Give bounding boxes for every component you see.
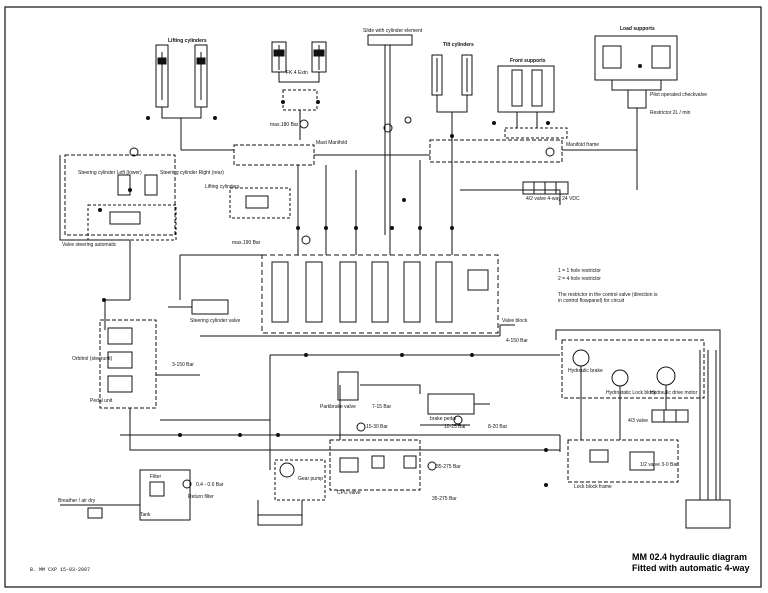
label-lifting-cylinders: Lifting cylinders	[168, 38, 207, 44]
drawing-subtitle: Fitted with automatic 4-way	[632, 563, 750, 573]
label-hydraulic-motor: Hydraulic drive motor	[650, 390, 698, 396]
label-valve-4-3: 4/3 valve	[628, 418, 649, 424]
label-mast-pressure: max.180 Bar	[270, 122, 299, 128]
label-gear-pump: Gear pump	[298, 476, 324, 482]
orbitrol-box	[99, 319, 157, 409]
label-pilot-operated-check: Pilot operated checkvalve	[650, 92, 707, 98]
label-priority-valve: Valve steering automatic	[62, 242, 117, 248]
label-p-15-30: 15-30 Bar	[366, 424, 388, 430]
label-mast-manifold: Mast Manifold	[316, 140, 348, 146]
label-pedal-unit: Pedal unit	[90, 398, 113, 404]
slide-cylinder	[367, 34, 413, 235]
lifting-cylinder-valve-box	[229, 187, 291, 219]
label-tilt-cylinders: Tilt cylinders	[443, 42, 474, 48]
drawing-title: MM 02.4 hydraulic diagram	[632, 552, 748, 562]
label-restrictor-2l: Restrictor 2L / min	[650, 110, 691, 116]
pedal-unit	[427, 393, 475, 415]
tilt-cylinders	[431, 54, 473, 190]
label-steering-cyl-left: Steering cylinder Left (lower)	[78, 170, 142, 176]
label-lock-block-frame: Lock block frame	[574, 484, 612, 490]
parking-brake-valve	[337, 371, 359, 401]
hydraulic-motor-symbol	[656, 366, 676, 386]
automatic-4way-box	[561, 339, 705, 399]
label-breather: Breather / air dry	[58, 498, 96, 504]
manifold-frame-box	[429, 139, 563, 163]
gear-pump-box	[274, 459, 326, 501]
legend-restrictor-2: 2 = 4 hole restrictor	[558, 276, 601, 282]
label-hydraulic-brake: Hydraulic brake	[568, 368, 603, 374]
pressure-gauges	[129, 116, 555, 489]
front-supports	[497, 65, 568, 139]
label-front-supports: Front supports	[510, 58, 546, 64]
steering-cylinder-valve	[191, 299, 229, 315]
label-p-35-275b: 35-275 Bar	[432, 496, 457, 502]
lock-block-frame	[567, 439, 679, 483]
label-manifold-4-150: 4-150 Bar	[506, 338, 528, 344]
label-filter: Filter	[150, 474, 162, 480]
label-manifold-frame: Manifold frame	[566, 142, 600, 148]
drawing-border	[4, 6, 762, 588]
label-p-8-20: 8-20 Bar	[488, 424, 508, 430]
valve-sections	[271, 261, 489, 323]
valve-4-3-symbol	[651, 409, 689, 423]
label-tank: Tank	[140, 512, 151, 518]
label-valve-1-2: 1/2 valve 3-0 Bar	[640, 462, 678, 468]
label-brake-pedal: brake pedal	[430, 416, 457, 422]
label-hydrostatic-lock: Hydrostatic Lock block	[606, 390, 657, 396]
steering-cylinders-box	[64, 154, 176, 236]
label-load-supports: Load supports	[620, 26, 655, 32]
label-pressure-3-150: 3-150 Bar	[172, 362, 194, 368]
hydrostatic-lock-symbol	[611, 369, 629, 387]
junction-dots	[98, 64, 642, 487]
label-cpu-valve: CPU valve	[337, 490, 361, 496]
tank-right	[685, 499, 731, 529]
label-slide-cylinder: Slide with cylinder element	[363, 28, 423, 34]
label-steering-cyl-right: Steering cylinder Right (rear)	[160, 170, 224, 176]
priority-valve-box	[87, 204, 177, 241]
label-parking-brake: Parkbrake valve	[320, 404, 356, 410]
label-pressure-0-6: 0.4 - 0.6 Bar	[196, 482, 224, 488]
legend-restrictor-1: 1 = 1 hole restrictor	[558, 268, 601, 274]
tank-bottom-left	[87, 507, 103, 519]
gear-pump-symbol	[279, 462, 295, 478]
label-lifting-cylinders-small: Lifting cylinders	[205, 184, 240, 190]
filter-box	[139, 469, 191, 521]
label-steering-valve: Steering cylinder valve	[190, 318, 241, 324]
label-return-filter: Return filter	[188, 494, 214, 500]
label-pressure-190: max.190 Bar	[232, 240, 261, 246]
lifting-cylinders-symbol	[155, 44, 208, 150]
drawing-footer: B. MM CXP 15-03-2007	[30, 567, 91, 573]
tank-left	[257, 514, 303, 526]
main-valve-block	[261, 254, 499, 334]
label-fk-extn: FK 4 Extn	[286, 70, 308, 76]
label-p-35-275: 35-275 Bar	[436, 464, 461, 470]
label-valve-4way: 4/2 valve 4-way 24 VDC	[526, 196, 580, 202]
label-orbitrol: Orbitrol (steerunit)	[72, 356, 113, 362]
legend-restrictor-note: The restrictor in the control valve (dir…	[558, 292, 658, 304]
label-p-7-15: 7-15 Bar	[372, 404, 392, 410]
label-p-10-25: 10-25 Bar	[444, 424, 466, 430]
cpu-valve-box	[329, 439, 421, 491]
mast-manifold-box	[233, 144, 315, 166]
label-valve-block: Valve block	[502, 318, 528, 324]
hydraulic-brake-symbol	[572, 349, 590, 367]
